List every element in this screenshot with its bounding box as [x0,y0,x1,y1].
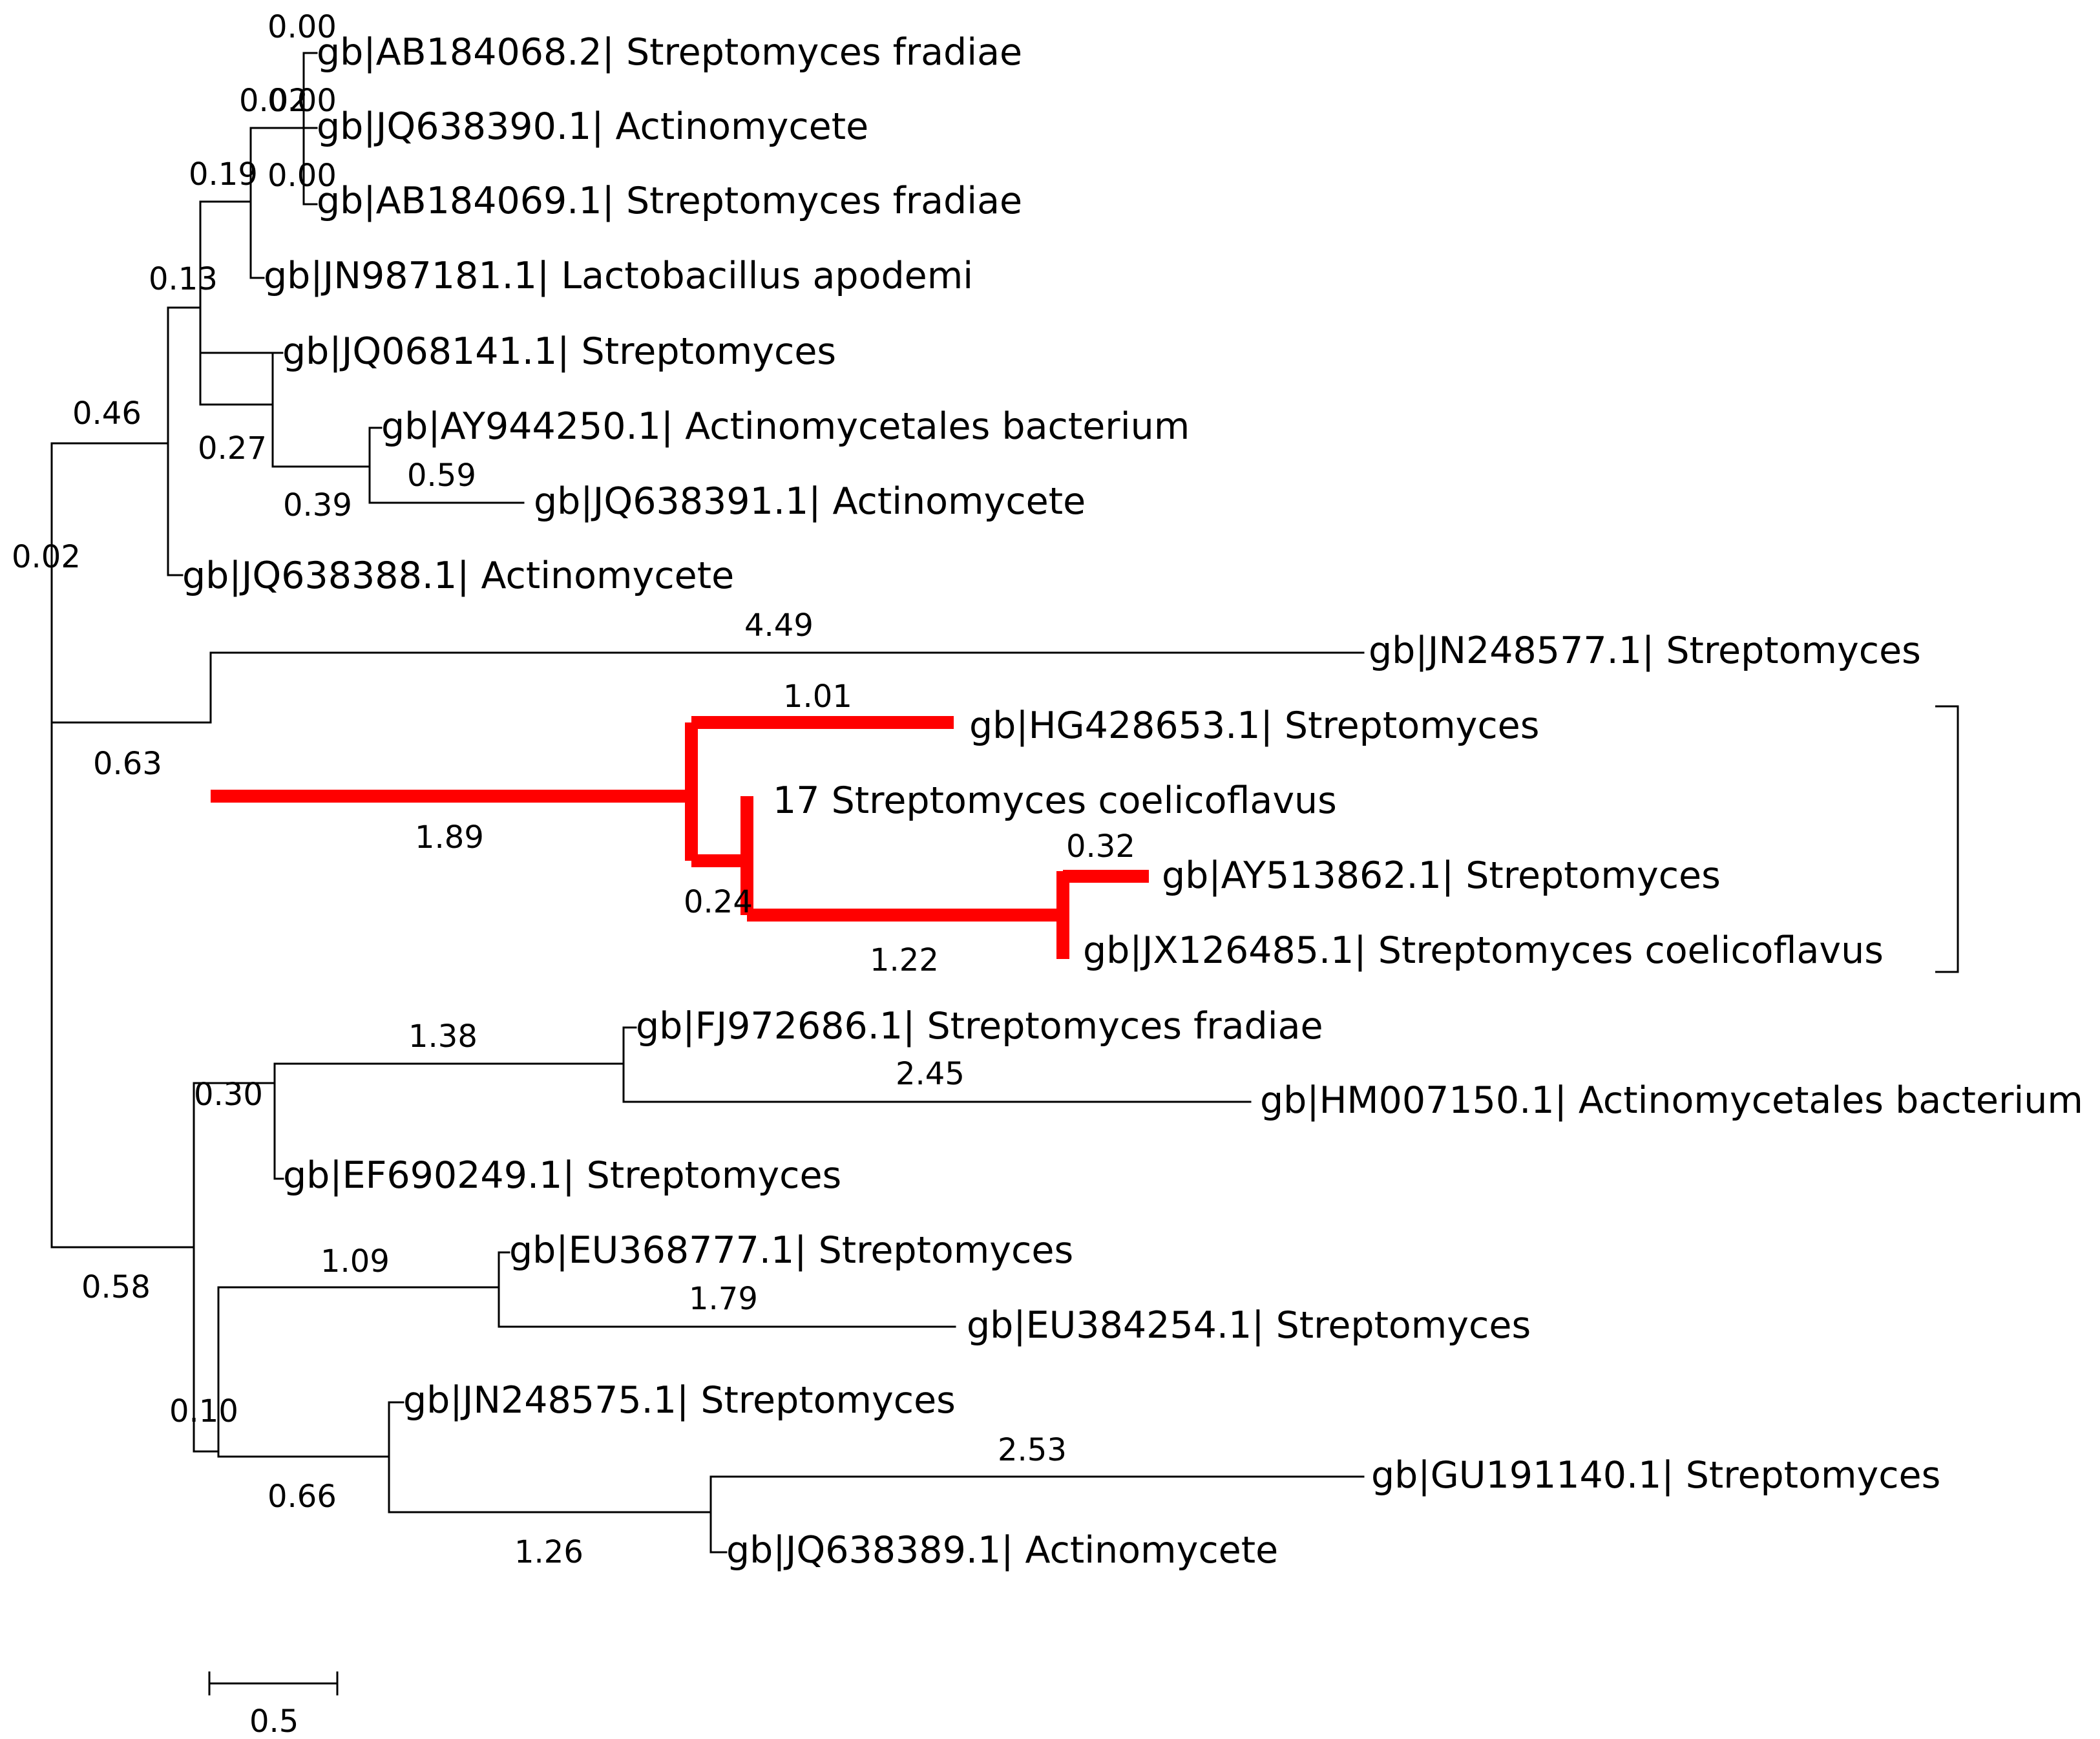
leaf-label: gb|JN248575.1| Streptomyces [403,1379,956,1422]
branch-length-labels: 0.02 0.46 0.13 0.19 0.02 0.00 0.00 0.00 … [12,9,1135,1570]
scale-bar-line [208,1671,339,1696]
branch-length: 0.13 [149,261,218,297]
branch-length: 1.89 [415,819,484,856]
branch-length: 0.66 [268,1479,337,1515]
leaf-label: gb|JQ638390.1| Actinomycete [317,105,868,148]
tree-branch [167,306,184,576]
branch-length: 0.02 [239,83,308,119]
leaf-label: gb|EU384254.1| Streptomyces [967,1304,1531,1347]
branch-length: 0.27 [198,430,267,467]
leaf-label: gb|GU191140.1| Streptomyces [1371,1454,1940,1497]
leaf-label: gb|EF690249.1| Streptomyces [283,1154,841,1197]
branch-length: 0.24 [684,884,753,920]
branch-length: 1.38 [408,1018,478,1055]
scale-bar: 0.5 [208,1671,339,1739]
branch-length: 1.79 [689,1281,758,1317]
leaf-label: gb|HG428653.1| Streptomyces [969,704,1539,747]
branch-length: 0.63 [93,746,162,782]
leaf-label: 17 Streptomyces coelicoflavus [773,779,1337,822]
leaf-label: gb|FJ972686.1| Streptomyces fradiae [636,1005,1323,1048]
branch-length: 0.32 [1066,828,1135,865]
branch-length: 0.46 [72,395,142,432]
leaf-label: gb|JQ638389.1| Actinomycete [726,1529,1278,1572]
branch-length: 0.39 [283,487,352,523]
highlighted-clade-branches [211,716,1149,959]
leaf-label: gb|EU368777.1| Streptomyces [509,1229,1073,1272]
branch-length: 0.10 [169,1393,238,1429]
branch-length: 1.26 [514,1534,583,1570]
leaf-label: gb|JN248577.1| Streptomyces [1369,629,1921,672]
leaf-label: gb|JQ638391.1| Actinomycete [534,480,1086,523]
leaf-label: gb|HM007150.1| Actinomycetales bacterium [1260,1079,2083,1122]
branch-length: 4.49 [744,607,814,644]
tree-branches [50,52,1365,1554]
leaf-label: gb|JN987181.1| Lactobacillus apodemi [264,255,973,297]
branch-length: 2.45 [896,1056,965,1092]
leaf-labels: gb|AB184068.2| Streptomyces fradiae gb|J… [182,31,2083,1572]
branch-length: 0.00 [268,83,337,119]
leaf-label: gb|JQ068141.1| Streptomyces [282,330,836,373]
clade-bracket [1935,705,1959,973]
scale-bar-label: 0.5 [249,1703,299,1739]
leaf-label: gb|AB184068.2| Streptomyces fradiae [317,31,1022,74]
branch-length: 0.00 [268,9,337,45]
branch-length: 1.09 [320,1243,390,1280]
branch-length: 2.53 [998,1432,1067,1468]
leaf-label: gb|JX126485.1| Streptomyces coelicoflavu… [1083,929,1884,972]
branch-length: 0.00 [268,158,337,194]
leaf-label: gb|AY944250.1| Actinomycetales bacterium [381,405,1190,448]
leaf-label: gb|AB184069.1| Streptomyces fradiae [317,180,1022,222]
branch-length: 1.22 [870,942,939,978]
tree-branch [709,1475,728,1554]
leaf-label: gb|JQ638388.1| Actinomycete [182,554,734,597]
branch-length: 0.58 [81,1269,151,1305]
tree-branch [249,127,265,279]
branch-length: 1.01 [783,679,852,715]
branch-length: 0.02 [12,539,81,575]
branch-length: 0.30 [194,1077,263,1113]
branch-length: 0.59 [407,458,476,494]
leaf-label: gb|AY513862.1| Streptomyces [1162,854,1721,897]
tree-branch [273,1062,284,1180]
branch-length: 0.19 [189,156,258,193]
